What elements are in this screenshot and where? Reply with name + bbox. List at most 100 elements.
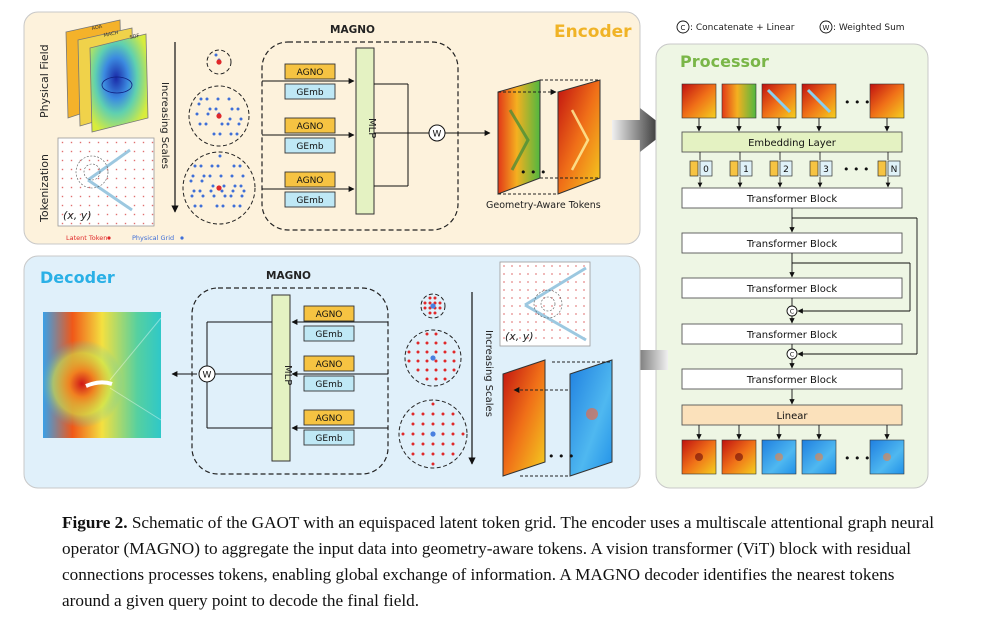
latent-token-point — [438, 301, 442, 305]
grid-point — [106, 177, 109, 180]
token-ellipsis: • • • — [843, 163, 869, 176]
latent-token-point — [434, 350, 438, 354]
decoder-gemb-label: GEmb — [315, 330, 342, 340]
field-tag-mach: MACH — [103, 30, 119, 39]
latent-token-point — [452, 350, 456, 354]
grid-point — [527, 289, 529, 291]
grid-point — [124, 159, 127, 162]
physical-grid-point — [228, 117, 232, 121]
grid-point — [70, 150, 73, 153]
encoder-agno-block — [284, 63, 336, 80]
grid-point — [88, 195, 91, 198]
symbol-legend: C : Concatenate + Linear W : Weighted Su… — [676, 20, 905, 34]
grid-point — [511, 289, 513, 291]
caption-text: Schematic of the GAOT with an equispaced… — [62, 513, 934, 610]
encoder-magno-box — [261, 41, 459, 231]
grid-point — [543, 289, 545, 291]
grid-point — [61, 204, 64, 207]
physical-grid-point — [209, 189, 213, 193]
physical-grid-point — [200, 179, 204, 183]
grid-point — [133, 204, 136, 207]
token-index-box — [739, 160, 753, 177]
grid-point — [511, 337, 513, 339]
grid-point — [79, 204, 82, 207]
grid-point — [575, 297, 577, 299]
grid-point — [519, 321, 521, 323]
grid-point — [142, 159, 145, 162]
token-index-label: 2 — [783, 165, 789, 175]
grid-point — [151, 168, 154, 171]
grid-point — [151, 159, 154, 162]
grid-point — [543, 337, 545, 339]
physical-grid-point — [241, 174, 245, 178]
latent-token-point — [423, 301, 427, 305]
grid-point — [97, 159, 100, 162]
latent-token-point — [451, 412, 455, 416]
physical-grid-point — [190, 194, 194, 198]
transformer-block-label: Transformer Block — [746, 330, 837, 341]
grid-point — [88, 186, 91, 189]
grid-point — [543, 281, 545, 283]
grid-point — [551, 313, 553, 315]
grid-point — [503, 337, 505, 339]
grid-point — [559, 281, 561, 283]
grid-point — [70, 186, 73, 189]
grid-point — [511, 313, 513, 315]
grid-point — [133, 141, 136, 144]
scale-circle — [182, 151, 256, 225]
patch-hotspot — [775, 453, 783, 461]
grid-point — [142, 213, 145, 216]
latent-token-point — [441, 412, 445, 416]
grid-point — [575, 265, 577, 267]
linear-layer-label: Linear — [776, 411, 808, 422]
decoder-agno-block — [303, 355, 355, 372]
encoder-gemb-block — [284, 83, 336, 100]
transformer-block-label: Transformer Block — [746, 284, 837, 295]
encoder-mlp-label: MLP — [366, 118, 377, 138]
latent-token-point — [441, 442, 445, 446]
grid-point — [115, 150, 118, 153]
grid-point — [106, 195, 109, 198]
grid-point — [70, 141, 73, 144]
encoder-panel: Encoder Physical Field AOA MACH SDF Toke… — [23, 11, 641, 245]
embedding-layer — [681, 131, 903, 153]
decoder-agno-label: AGNO — [316, 414, 343, 424]
grid-point — [559, 321, 561, 323]
grid-point — [79, 213, 82, 216]
latent-token-point — [428, 301, 432, 305]
scale-circle — [398, 399, 468, 469]
decoder-magno-label: MAGNO — [266, 270, 311, 282]
latent-token-point — [451, 432, 455, 436]
grid-point — [575, 305, 577, 307]
grid-point — [61, 213, 64, 216]
input-token-patch — [681, 83, 717, 119]
grid-point — [503, 265, 505, 267]
grid-point — [142, 222, 145, 225]
grid-point — [519, 297, 521, 299]
latent-token-point — [431, 422, 435, 426]
physical-grid-point — [232, 204, 236, 208]
grid-point — [124, 168, 127, 171]
grid-point — [535, 313, 537, 315]
decoder-tokens-ellipsis: • • • — [548, 450, 574, 463]
grid-point — [567, 313, 569, 315]
concat-symbol: C — [790, 308, 795, 316]
grid-point — [115, 213, 118, 216]
latent-token-point — [416, 359, 420, 363]
grid-point — [133, 168, 136, 171]
latent-token-point — [438, 306, 442, 310]
decoder-gemb-block — [303, 375, 355, 392]
physical-grid-point — [208, 107, 212, 111]
physical-grid-point — [235, 132, 239, 136]
grid-point — [503, 289, 505, 291]
grid-point — [535, 337, 537, 339]
figure-caption: Figure 2. Schematic of the GAOT with an … — [62, 510, 942, 614]
grid-point — [133, 186, 136, 189]
grid-point — [575, 337, 577, 339]
grid-point — [503, 321, 505, 323]
physical-grid-point — [199, 97, 203, 101]
latent-token-point — [407, 359, 411, 363]
encoder-agno-block — [284, 171, 336, 188]
latent-token-point — [425, 332, 429, 336]
grid-point — [567, 273, 569, 275]
